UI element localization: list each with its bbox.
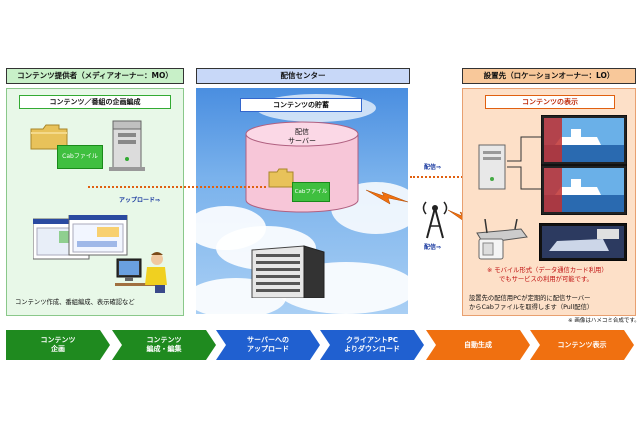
server-label: 配信 サーバー [288,128,316,145]
folder-icon [29,123,69,153]
image-note: ※ 画像はハメコミ合成です。 [568,318,640,324]
center-cab-label: Cabファイル [294,189,328,195]
lightning-bolt-icon [365,186,410,212]
display-screen-2 [540,164,628,217]
mo-panel: コンテンツ／番組の企画編成 Cabファイル アップロード⇒ [6,88,184,316]
mo-caption: コンテンツ作成、番組編成、表示確認など [15,299,135,306]
pull-note-line1: 設置先の配信用PCが定期的に配信サーバー [469,295,591,302]
center-folder-icon [268,168,294,190]
flow-step-label-1: サーバーへの [247,336,289,344]
cab-file-label: Cabファイル [62,153,98,160]
office-building-icon [250,240,326,300]
mo-header: コンテンツ提供者（メディアオーナー：MO） [6,68,184,84]
antenna-tower-icon [420,194,450,242]
distribution-label-top: 配信⇒ [424,164,442,171]
person-computer-icon [115,249,173,295]
upload-label: アップロード⇒ [119,197,161,204]
flow-step-5: 自動生成 [426,330,530,360]
mobile-note-line2: でもサービスの利用が可能です。 [499,276,593,283]
upload-flow-line [88,186,266,188]
server-tower-icon [107,117,147,175]
client-pc-icon [475,143,509,195]
center-subheader: コンテンツの貯蓄 [240,98,362,112]
lo-panel: コンテンツの表示 [462,88,636,316]
mo-subheader: コンテンツ／番組の企画編成 [19,95,171,109]
flow-step-2: コンテンツ編成・編集 [112,330,216,360]
mobile-note-line1: ※ モバイル形式（データ通信カード利用） [487,267,608,274]
pc-display-connectors [507,136,543,190]
cab-file-badge: Cabファイル [57,145,103,169]
lo-header: 設置先（ロケーションオーナー：LO） [462,68,636,84]
flow-step-label-1: コンテンツ [40,336,76,344]
flow-step-label-1: コンテンツ表示 [557,340,607,349]
app-window-screens [32,214,129,265]
flow-step-1: コンテンツ企画 [6,330,110,360]
flow-step-label-1: コンテンツ [146,336,182,344]
flow-step-label-2: 編成・編集 [146,345,182,353]
distribution-flow-line [410,176,482,178]
flow-step-label-1: クライアントPC [346,336,398,344]
center-cab-badge: Cabファイル [292,182,330,202]
flow-step-label-2: アップロード [247,345,289,353]
flow-step-label-2: 企画 [51,345,65,353]
pull-note-line2: からCabファイルを取得します（Pull配信） [469,304,594,311]
flow-step-label-1: 自動生成 [464,340,492,349]
distribution-label-bottom: 配信⇒ [424,244,442,251]
flow-step-6: コンテンツ表示 [530,330,634,360]
center-header: 配信センター [196,68,410,84]
center-panel: コンテンツの貯蓄 配信 サーバー Cabファイル [196,88,408,314]
lo-subheader: コンテンツの表示 [485,95,615,109]
database-cylinder-icon [242,120,362,216]
display-screen-3 [538,222,628,263]
data-card-icon [477,237,507,265]
flow-step-3: サーバーへのアップロード [216,330,320,360]
flow-step-label-2: よりダウンロード [344,345,400,353]
display-screen-1 [540,114,628,167]
